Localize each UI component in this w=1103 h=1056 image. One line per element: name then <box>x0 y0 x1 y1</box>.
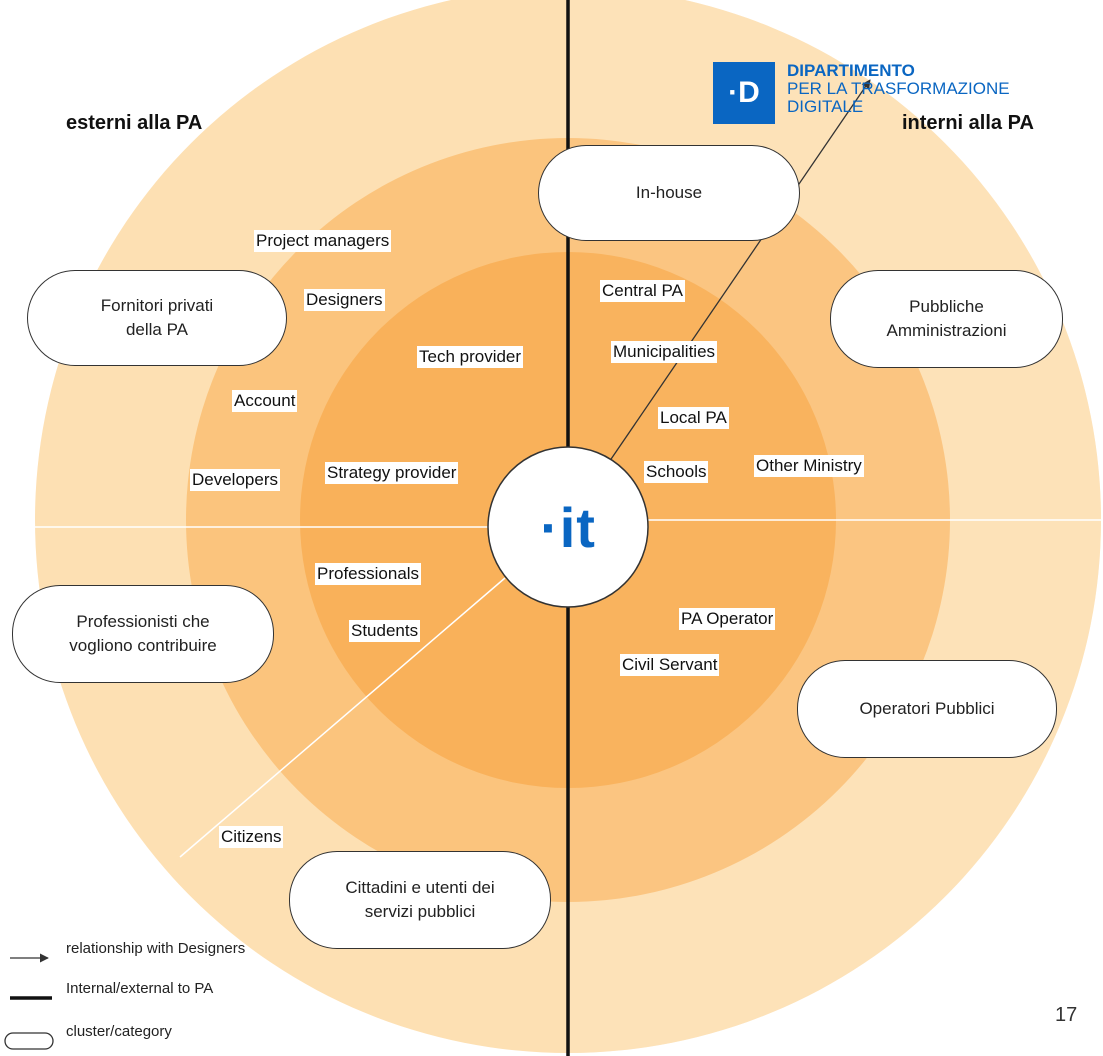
dipartimento-line2: PER LA TRASFORMAZIONE <box>787 79 1010 98</box>
cluster-operatori: Operatori Pubblici <box>797 660 1057 758</box>
actor-tech-provider: Tech provider <box>417 346 524 368</box>
actor-schools: Schools <box>644 461 709 483</box>
actor-pa-operator: PA Operator <box>679 608 776 630</box>
actor-developers: Developers <box>190 469 280 491</box>
actor-other-ministry: Other Ministry <box>754 455 864 477</box>
actor-designers: Designers <box>304 289 385 311</box>
dipartimento-logo-mark: ·D <box>713 62 775 124</box>
cluster-cittadini: Cittadini e utenti dei servizi pubblici <box>289 851 551 949</box>
cluster-fornitori: Fornitori privati della PA <box>27 270 287 366</box>
external-title: esterni alla PA <box>66 112 203 134</box>
actor-civil-servant: Civil Servant <box>620 654 720 676</box>
cluster-inhouse: In-house <box>538 145 800 241</box>
actor-central-pa: Central PA <box>600 280 685 302</box>
legend-pill-icon <box>4 1032 54 1050</box>
diagonal-line-citizens <box>179 577 506 858</box>
actor-strategy-provider: Strategy provider <box>325 462 459 484</box>
center-circle <box>487 446 649 608</box>
cluster-professionisti: Professionisti che vogliono contribuire <box>12 585 274 683</box>
page-number: 17 <box>1055 1004 1078 1026</box>
dipartimento-line1: DIPARTIMENTO <box>787 61 915 80</box>
center-logo-it: ·it <box>540 495 596 559</box>
legend-line-label: Internal/external to PA <box>66 979 214 997</box>
dipartimento-line3: DIGITALE <box>787 97 864 116</box>
cluster-pubbliche: Pubbliche Amministrazioni <box>830 270 1063 368</box>
legend-pill-label: cluster/category <box>66 1022 172 1040</box>
actor-professionals: Professionals <box>315 563 422 585</box>
dipartimento-logo-text: DIPARTIMENTO PER LA TRASFORMAZIONE DIGIT… <box>787 62 1010 116</box>
legend-arrow-label: relationship with Designers <box>66 939 246 957</box>
actor-students: Students <box>349 620 421 642</box>
actor-citizens: Citizens <box>219 826 284 848</box>
actor-project-managers: Project managers <box>254 230 392 252</box>
actor-local-pa: Local PA <box>658 407 729 429</box>
relationship-arrow <box>606 79 871 466</box>
internal-title: interni alla PA <box>902 112 1034 134</box>
actor-account: Account <box>232 390 298 412</box>
actor-municipalities: Municipalities <box>611 341 718 363</box>
